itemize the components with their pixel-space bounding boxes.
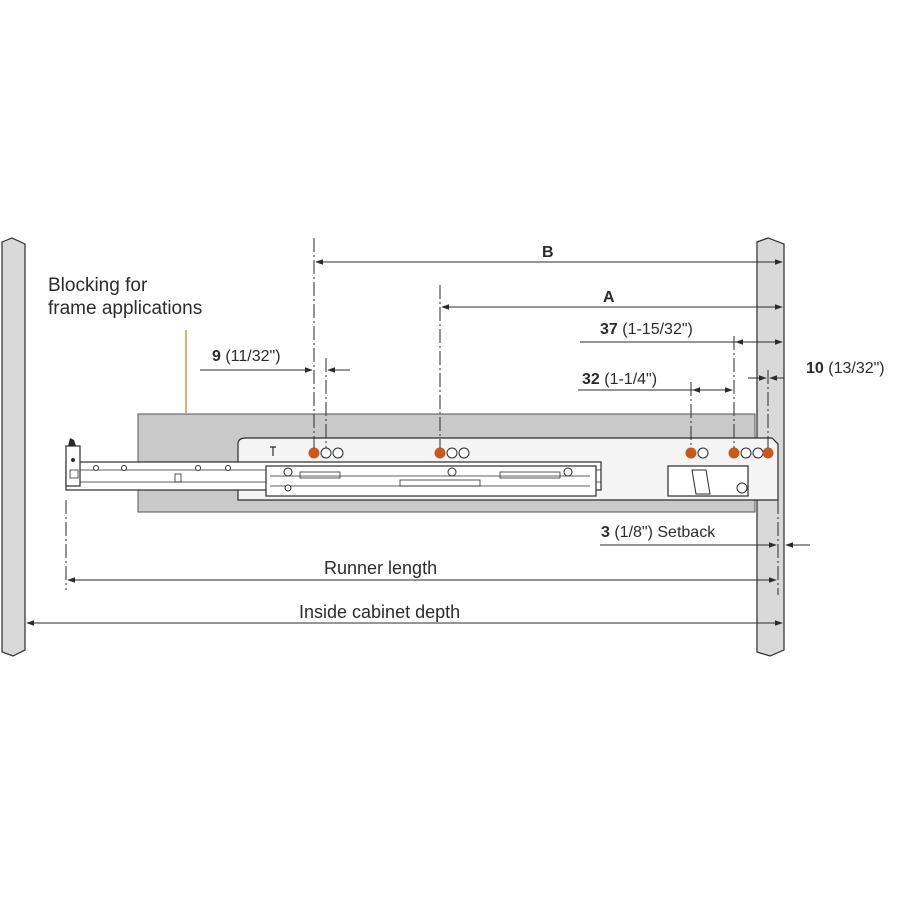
dim-b-label: B xyxy=(542,244,554,261)
screw-hole xyxy=(762,447,774,459)
dim-32-number: 32 xyxy=(582,371,600,388)
dim-9-label: 9 (11/32") xyxy=(212,348,281,365)
blocking-label-line2: frame applications xyxy=(48,298,202,319)
dim-37-number: 37 xyxy=(600,321,618,338)
screw-hole xyxy=(434,447,446,459)
dim-32-inches: (1-1/4") xyxy=(600,371,657,388)
dim-10-number: 10 xyxy=(806,360,824,377)
screw-hole xyxy=(728,447,740,459)
rear-bracket xyxy=(65,438,81,487)
dim-9-number: 9 xyxy=(212,348,221,365)
screw-hole xyxy=(308,447,320,459)
inside-cabinet-depth-label: Inside cabinet depth xyxy=(299,602,460,622)
left-cabinet-wall xyxy=(1,237,26,657)
setback-number: 3 xyxy=(601,524,610,541)
dim-32-label: 32 (1-1/4") xyxy=(582,371,657,388)
setback-text: (1/8") Setback xyxy=(610,524,716,541)
setback-label: 3 (1/8") Setback xyxy=(601,524,716,541)
dim-10-inches: (13/32") xyxy=(824,360,885,377)
dim-a-label: A xyxy=(603,289,615,306)
dim-37-inches: (1-15/32") xyxy=(618,321,693,338)
drawer-member-hook xyxy=(270,446,276,456)
screw-holes xyxy=(308,447,774,459)
dimension-lines xyxy=(26,259,810,626)
front-locking-device xyxy=(667,465,749,497)
runner-length-label: Runner length xyxy=(324,558,437,578)
dim-37-label: 37 (1-15/32") xyxy=(600,321,693,338)
dim-9-inches: (11/32") xyxy=(221,348,281,365)
extension-lines xyxy=(65,238,779,595)
screw-hole xyxy=(685,447,697,459)
dim-10-label: 10 (13/32") xyxy=(806,360,885,377)
blocking-label-line1: Blocking for xyxy=(48,275,148,296)
